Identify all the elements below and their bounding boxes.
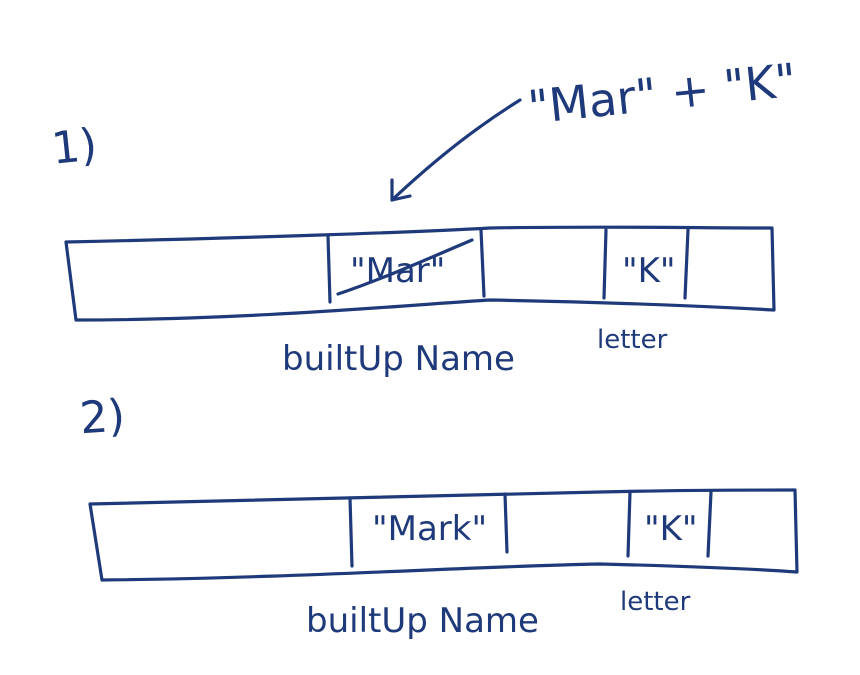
builtup-value-2: "Mark" [372,509,487,549]
builtup-label-1: builtUp Name [282,339,515,379]
memory-strip-2 [88,488,799,582]
builtup-cell-left-1 [326,234,332,304]
step-1-marker: 1) [49,119,99,174]
letter-cell-left-1 [602,228,608,300]
concat-annotation: "Mar" + "K" [525,53,799,135]
memory-strip-1 [64,225,776,322]
builtup-cell-left-2 [348,496,354,568]
arrow-shaft [390,98,522,202]
step-1: 1) "Mar" + "K" "Mar" "K" builtUp Name le… [49,53,799,379]
arrow-head [390,178,412,202]
letter-label-1: letter [597,325,668,355]
letter-cell-right-1 [683,228,690,300]
strike-through [336,238,474,296]
letter-value-2: "K" [644,509,698,549]
builtup-label-2: builtUp Name [306,601,539,641]
letter-cell-right-2 [706,490,713,558]
builtup-cell-right-1 [479,228,486,298]
builtup-cell-right-2 [503,492,509,554]
letter-cell-left-2 [626,490,632,558]
step-2-marker: 2) [78,390,127,444]
letter-label-2: letter [620,587,691,617]
letter-value-1: "K" [622,251,676,291]
step-2: 2) "Mark" "K" builtUp Name letter [78,390,799,641]
